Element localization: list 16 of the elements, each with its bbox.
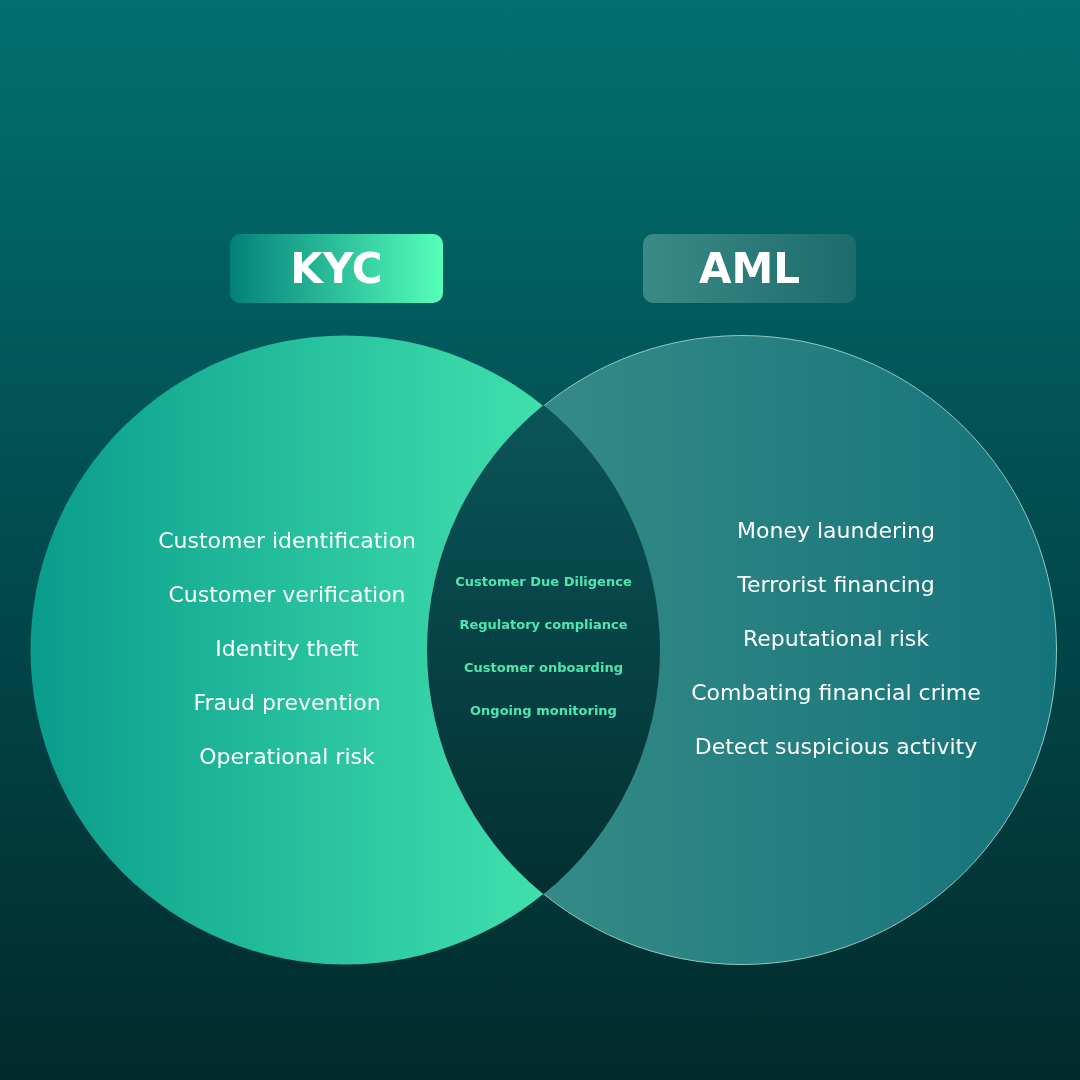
list-item: Identity theft <box>215 635 359 663</box>
list-item: Customer onboarding <box>464 660 623 676</box>
list-item: Terrorist financing <box>737 571 935 599</box>
list-item: Combating financial crime <box>691 679 981 707</box>
list-item: Reputational risk <box>743 625 929 653</box>
title-badge: AML <box>643 234 856 303</box>
list-item: Fraud prevention <box>193 689 381 717</box>
list-item: Operational risk <box>199 743 375 771</box>
list-item: Detect suspicious activity <box>694 733 978 761</box>
list-item: Regulatory compliance <box>459 617 628 633</box>
list-item: Ongoing monitoring <box>470 703 617 719</box>
list-item: Customer identification <box>158 527 416 555</box>
list-item: Customer verification <box>168 581 406 609</box>
list-item: Money laundering <box>737 517 935 545</box>
list-item: Customer Due Diligence <box>455 574 632 590</box>
title-badge: KYC <box>230 234 443 303</box>
